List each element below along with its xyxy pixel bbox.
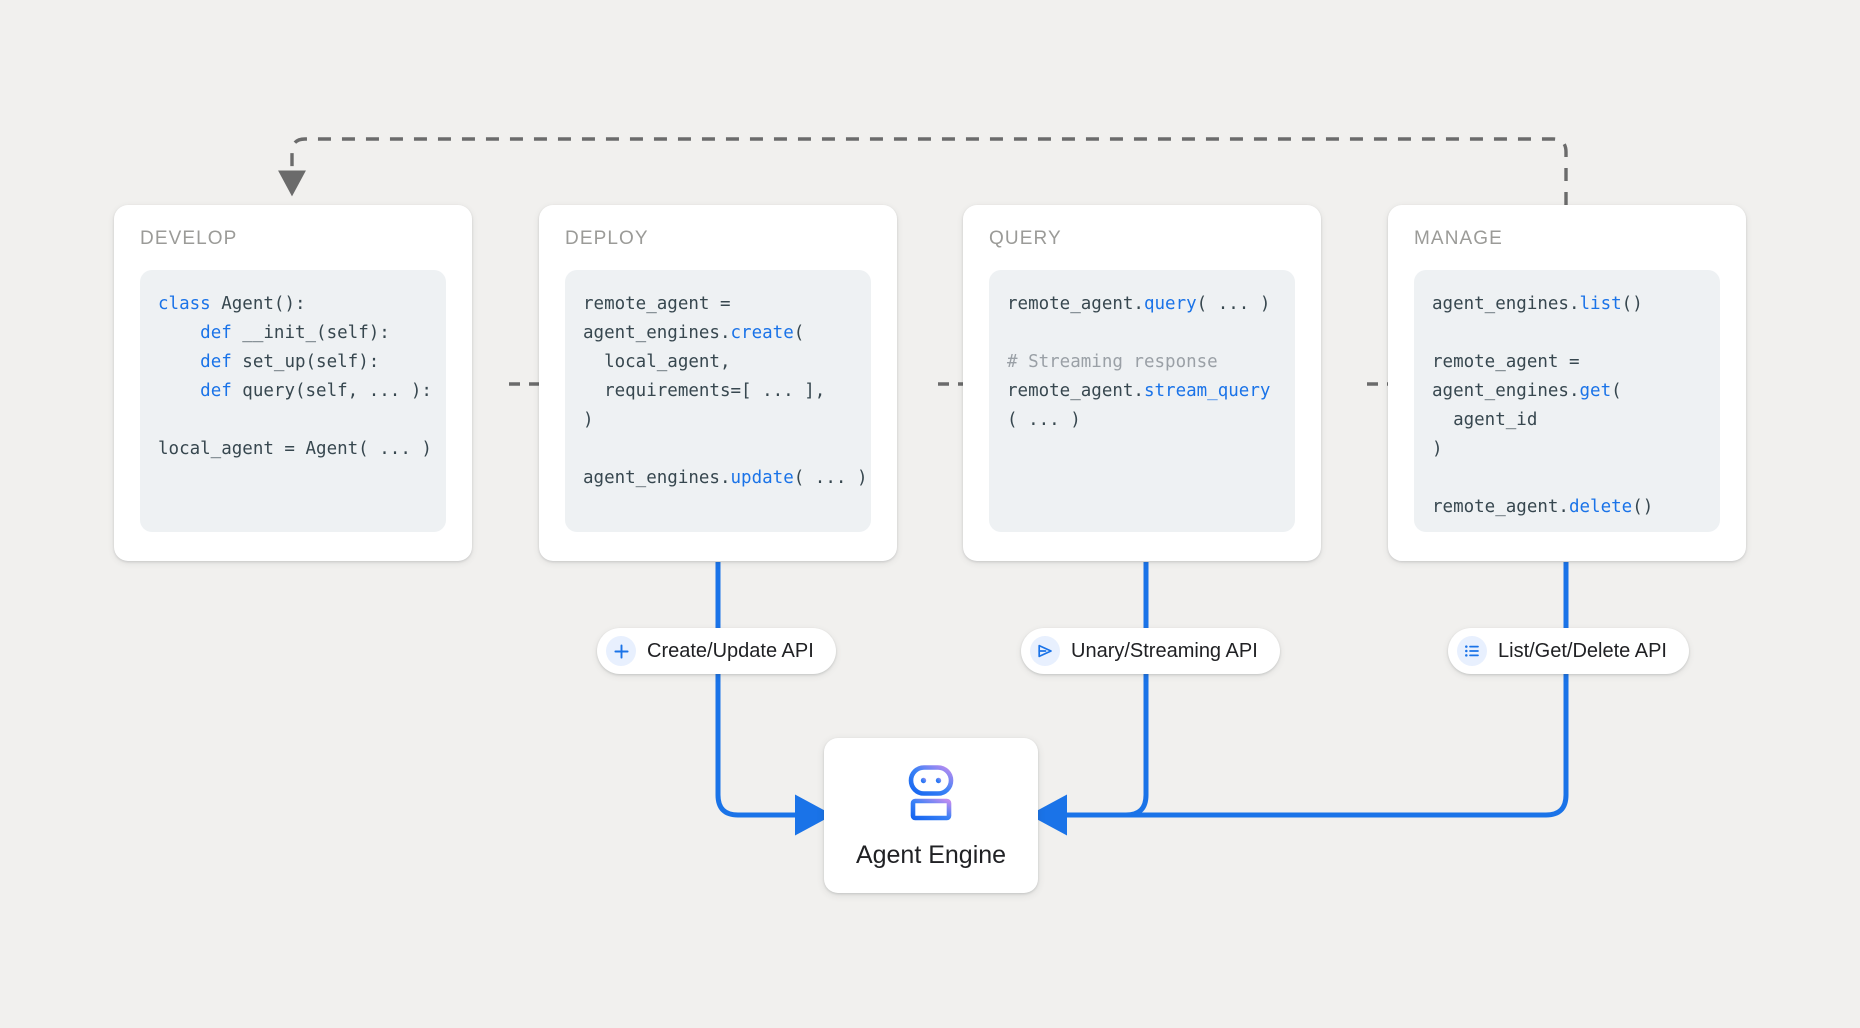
api-pill-unary-streaming[interactable]: Unary/Streaming API [1021, 628, 1280, 674]
stage-card-develop: DEVELOP class Agent(): def __init_(self)… [114, 205, 472, 561]
connector-query-to-agent-engine [1060, 562, 1149, 818]
stage-card-query: QUERY remote_agent.query( ... ) # Stream… [963, 205, 1321, 561]
connector-manage-to-agent-engine [1029, 562, 1569, 836]
plus-icon [606, 636, 636, 666]
api-pill-label: Unary/Streaming API [1071, 640, 1258, 662]
code-block-develop: class Agent(): def __init_(self): def se… [140, 270, 446, 532]
connector-deploy-to-agent-engine [715, 562, 833, 836]
api-pill-list-get-delete[interactable]: List/Get/Delete API [1448, 628, 1689, 674]
stage-title-query: QUERY [989, 228, 1062, 249]
stage-title-manage: MANAGE [1414, 228, 1503, 249]
stage-title-develop: DEVELOP [140, 228, 238, 249]
stage-card-deploy: DEPLOY remote_agent = agent_engines.crea… [539, 205, 897, 561]
list-icon [1457, 636, 1487, 666]
agent-engine-label: Agent Engine [855, 840, 1007, 869]
api-pill-label: Create/Update API [647, 640, 814, 662]
api-pill-create-update[interactable]: Create/Update API [597, 628, 836, 674]
robot-icon [898, 764, 964, 829]
stage-title-deploy: DEPLOY [565, 228, 649, 249]
feedback-loop-connector [278, 137, 1568, 205]
api-pill-label: List/Get/Delete API [1498, 640, 1667, 662]
send-icon [1030, 636, 1060, 666]
stage-card-manage: MANAGE agent_engines.list() remote_agent… [1388, 205, 1746, 561]
agent-engine-node[interactable]: Agent Engine [824, 738, 1038, 893]
code-block-manage: agent_engines.list() remote_agent = agen… [1414, 270, 1720, 532]
code-block-query: remote_agent.query( ... ) # Streaming re… [989, 270, 1295, 532]
code-block-deploy: remote_agent = agent_engines.create( loc… [565, 270, 871, 532]
